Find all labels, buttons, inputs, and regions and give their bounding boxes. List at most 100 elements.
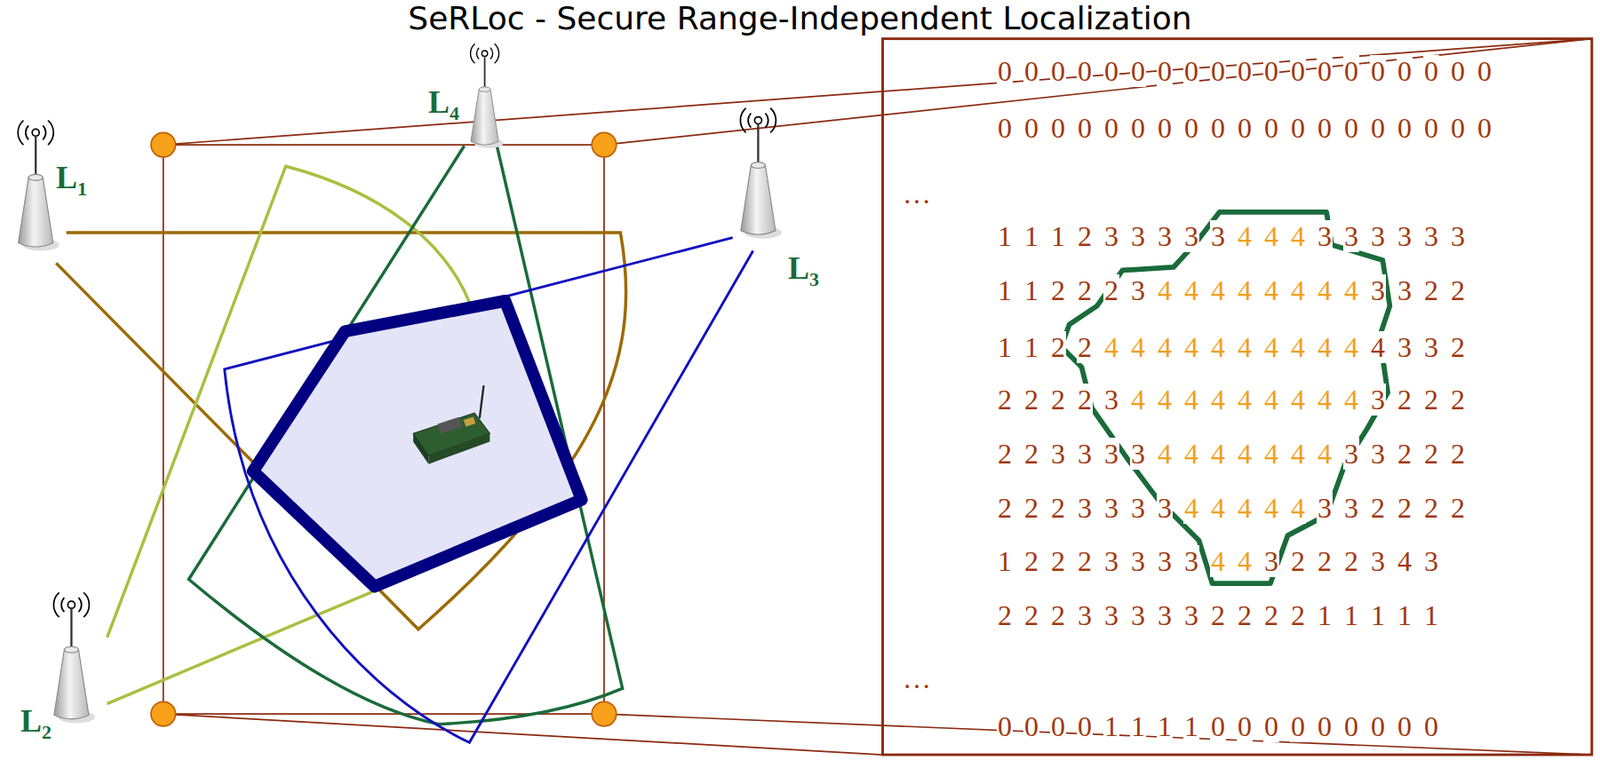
grid-cell: 0: [991, 110, 1019, 146]
grid-cell: 4: [1151, 382, 1179, 418]
grid-digit: 4: [1209, 492, 1226, 525]
grid-digit: 0: [1449, 55, 1466, 88]
grid-digit: 2: [1050, 331, 1067, 364]
grid-digit: 0: [1343, 710, 1360, 743]
grid-digit: 4: [1236, 492, 1253, 525]
grid-digit: 0: [1183, 55, 1200, 88]
grid-cell: 1: [991, 543, 1019, 580]
grid-cell: 1: [991, 272, 1019, 309]
grid-cell: 1: [1098, 708, 1125, 745]
anchor-label: L1: [55, 159, 88, 200]
grid-cell: 2: [1071, 382, 1099, 418]
grid-cell: 2: [1417, 272, 1445, 309]
grid-cell: 3: [1417, 543, 1445, 580]
grid-cell: 2: [1018, 597, 1045, 634]
grid-digit: 3: [1103, 437, 1120, 470]
grid-cell: 4: [1311, 436, 1338, 472]
grid-cell: 3: [1124, 490, 1152, 526]
grid-cell: 4: [1257, 218, 1285, 255]
grid-digit: 4: [1183, 274, 1200, 307]
grid-digit: 2: [1449, 437, 1466, 470]
grid-cell: 0: [1417, 708, 1445, 745]
anchor-letter: L: [20, 703, 42, 740]
ellipsis-label: …: [902, 660, 932, 697]
grid-digit: 4: [1130, 331, 1147, 364]
grid-digit: 2: [1209, 599, 1226, 632]
grid-digit: 3: [1130, 437, 1147, 470]
grid-cell: 3: [1364, 543, 1392, 580]
grid-digit: 0: [1023, 111, 1040, 144]
grid-cell: 2: [1417, 490, 1445, 526]
grid-digit: 4: [1263, 383, 1280, 416]
grid-digit: 3: [1076, 437, 1093, 470]
grid-cell: 3: [1098, 543, 1125, 580]
grid-digit: 1: [1023, 331, 1040, 364]
grid-cell: 0: [1071, 110, 1099, 146]
grid-cell: 1: [1018, 218, 1045, 255]
grid-cell: 4: [1284, 272, 1312, 309]
grid-digit: 0: [996, 55, 1013, 88]
grid-cell: 2: [991, 436, 1019, 472]
grid-cell: 4: [1231, 543, 1258, 580]
grid-cell: 0: [1231, 708, 1258, 745]
grid-cell: 4: [1311, 382, 1338, 418]
grid-row: 2 2 3 3 3 3 4 4 4 4 4 4 4 3 3 2 2 2: [991, 436, 1472, 472]
grid-digit: 2: [1050, 599, 1067, 632]
grid-digit: 0: [1263, 111, 1280, 144]
grid-digit: 2: [1423, 274, 1440, 307]
grid-cell: 2: [1018, 543, 1045, 580]
grid-digit: 4: [1130, 383, 1147, 416]
grid-cell: 0: [1044, 53, 1072, 89]
grid-cell: 0: [1391, 110, 1418, 146]
grid-digit: 0: [1289, 111, 1306, 144]
grid-cell: 3: [1204, 218, 1232, 255]
grid-cell: 0: [1204, 53, 1232, 89]
grid-digit: 0: [1050, 55, 1067, 88]
grid-cell: 0: [1337, 110, 1365, 146]
grid-cell: 3: [1178, 218, 1205, 255]
grid-cell: 2: [1018, 436, 1045, 472]
grid-digit: 4: [1236, 383, 1253, 416]
anchor-index: 4: [449, 102, 460, 125]
grid-digit: 0: [1050, 111, 1067, 144]
grid-digit: 3: [1103, 383, 1120, 416]
grid-digit: 1: [996, 545, 1013, 578]
grid-cell: 3: [1098, 218, 1125, 255]
grid-cell: 0: [1391, 708, 1418, 745]
grid-cell: 2: [1231, 597, 1258, 634]
grid-digit: 0: [1023, 710, 1040, 743]
grid-cell: 3: [1071, 436, 1099, 472]
grid-digit: 0: [1236, 55, 1253, 88]
grid-digit: 0: [1369, 710, 1386, 743]
grid-cell: 0: [1044, 708, 1072, 745]
grid-digit: 2: [996, 383, 1013, 416]
grid-digit: 0: [1476, 111, 1493, 144]
grid-cell: 3: [1364, 272, 1392, 309]
grid-cell: 0: [1124, 53, 1152, 89]
grid-digit: 4: [1316, 274, 1333, 307]
sector-l4: [188, 145, 622, 725]
grid-cell: 3: [1098, 436, 1125, 472]
grid-digit: 2: [1076, 274, 1093, 307]
grid-digit: 1: [1343, 599, 1360, 632]
grid-digit: 1: [1183, 710, 1200, 743]
grid-digit: 0: [1449, 111, 1466, 144]
grid-cell: 2: [1444, 329, 1472, 366]
grid-cell: 4: [1124, 382, 1152, 418]
grid-cell: 4: [1204, 490, 1232, 526]
grid-digit: 1: [1369, 599, 1386, 632]
intersection-polygon: [253, 301, 582, 588]
grid-cell: 2: [1284, 597, 1312, 634]
grid-digit: 2: [1023, 383, 1040, 416]
grid-cell: 0: [1018, 708, 1045, 745]
grid-digit: 0: [1130, 111, 1147, 144]
slide-title: SeRLoc - Secure Range-Independent Locali…: [0, 0, 1600, 38]
grid-digit: 0: [1156, 55, 1173, 88]
grid-cell: 2: [1417, 436, 1445, 472]
grid-digit: 0: [1236, 710, 1253, 743]
grid-cell: 0: [1364, 708, 1392, 745]
grid-cell: 1: [991, 329, 1019, 366]
grid-cell: 4: [1284, 218, 1312, 255]
grid-digit: 4: [1263, 331, 1280, 364]
grid-cell: 4: [1231, 490, 1258, 526]
